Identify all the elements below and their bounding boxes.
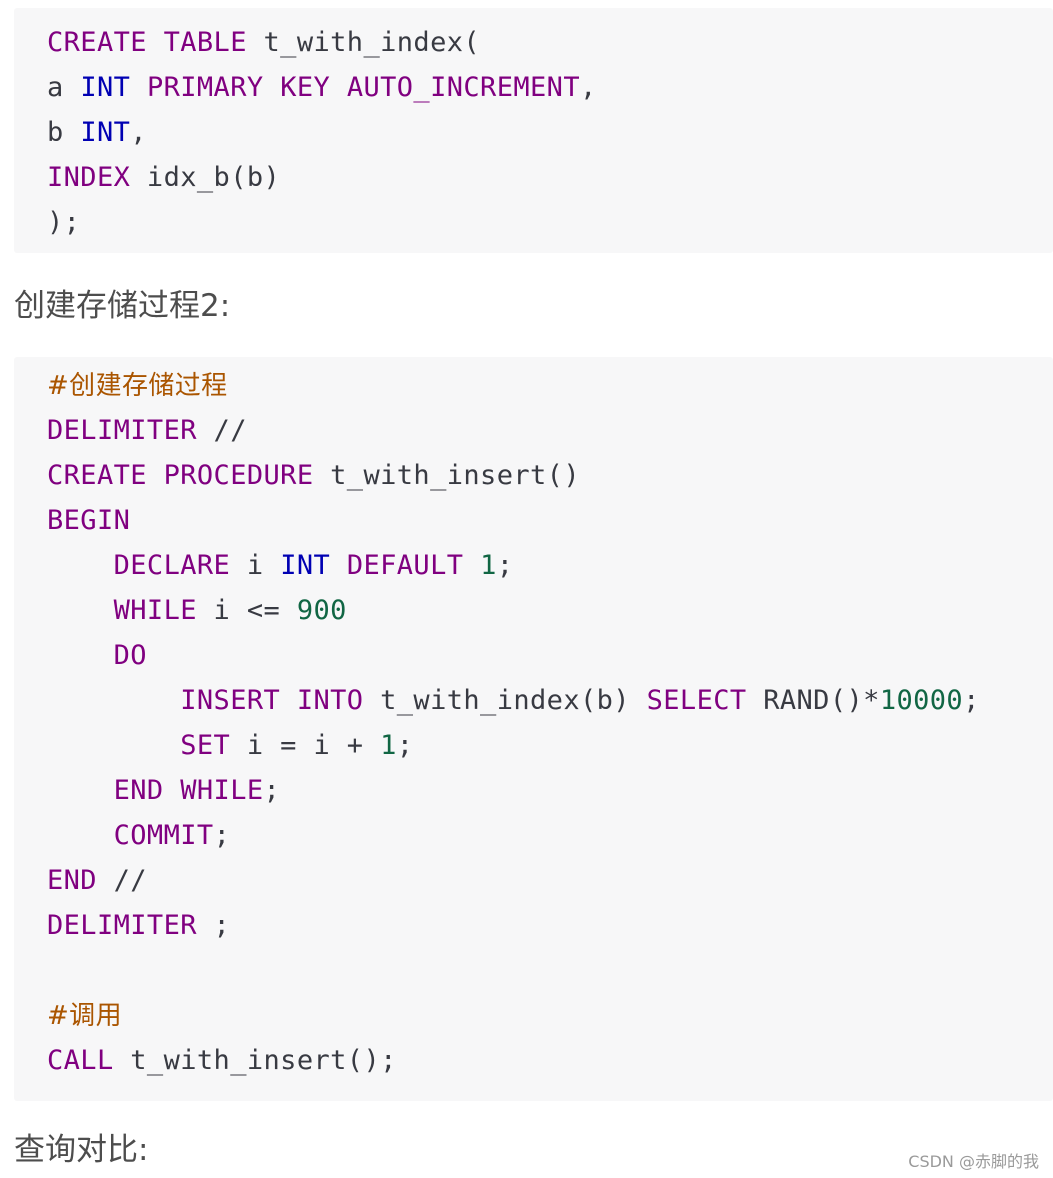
code-token-kw: PROCEDURE bbox=[163, 460, 314, 491]
code-token: ; bbox=[496, 550, 514, 581]
code-token: t_with_insert(); bbox=[113, 1045, 397, 1076]
code-line: WHILE i <= 900 bbox=[47, 595, 1053, 640]
code-token-typ: INT bbox=[80, 72, 131, 103]
code-token-kw: AUTO_INCREMENT bbox=[346, 72, 580, 103]
code-token bbox=[330, 72, 347, 103]
code-token bbox=[147, 27, 164, 58]
paragraph-query-compare: 查询对比: bbox=[14, 1132, 149, 1168]
code-token bbox=[47, 685, 180, 716]
paragraph-create-procedure: 创建存储过程2: bbox=[14, 288, 231, 324]
code-token bbox=[47, 775, 114, 806]
code-token bbox=[47, 595, 114, 626]
code-token-kw: CALL bbox=[47, 1045, 114, 1076]
code-token-kw: DELIMITER bbox=[47, 415, 197, 446]
code-token: ; bbox=[396, 730, 414, 761]
code-token-kw: INDEX bbox=[47, 162, 131, 193]
code-token-kw: DO bbox=[113, 640, 147, 671]
code-token: i = i + bbox=[230, 730, 381, 761]
code-token: t_with_insert() bbox=[313, 460, 580, 491]
code-token: // bbox=[96, 865, 147, 896]
code-token: ; bbox=[196, 910, 231, 941]
code-token bbox=[164, 775, 181, 806]
code-block-create-table: CREATE TABLE t_with_index(a INT PRIMARY … bbox=[14, 8, 1053, 253]
code-token: , bbox=[130, 117, 147, 148]
code-token: i bbox=[230, 550, 281, 581]
code-token: i <= bbox=[196, 595, 297, 626]
code-token-kw: DELIMITER bbox=[47, 910, 197, 941]
code-token-kw: END bbox=[113, 775, 164, 806]
code-token: b bbox=[47, 117, 81, 148]
code-line: DO bbox=[47, 640, 1053, 685]
code-token-kw: END bbox=[47, 865, 97, 896]
code-token-kw: INSERT bbox=[180, 685, 281, 716]
code-line: DELIMITER ; bbox=[47, 910, 1053, 955]
code-token-kw: COMMIT bbox=[113, 820, 214, 851]
code-token: ; bbox=[263, 775, 281, 806]
code-token-typ: INT bbox=[280, 550, 331, 581]
code-token-kw: DECLARE bbox=[113, 550, 231, 581]
code-token-kw: PRIMARY bbox=[146, 72, 264, 103]
code-line: a INT PRIMARY KEY AUTO_INCREMENT, bbox=[47, 72, 1053, 117]
code-token-kw: SELECT bbox=[646, 685, 747, 716]
csdn-watermark: CSDN @赤脚的我 bbox=[908, 1152, 1039, 1171]
code-token bbox=[47, 730, 180, 761]
code-token: RAND()* bbox=[746, 685, 880, 716]
code-token-kw: TABLE bbox=[163, 27, 247, 58]
code-line: #调用 bbox=[47, 1000, 1053, 1045]
code-line: CREATE PROCEDURE t_with_insert() bbox=[47, 460, 1053, 505]
code-token bbox=[47, 820, 114, 851]
code-token-kw: WHILE bbox=[180, 775, 264, 806]
code-line: b INT, bbox=[47, 117, 1053, 162]
code-token bbox=[280, 685, 297, 716]
code-line bbox=[47, 955, 1053, 1000]
code-line: BEGIN bbox=[47, 505, 1053, 550]
code-token: // bbox=[196, 415, 247, 446]
code-token: , bbox=[580, 72, 597, 103]
code-token-cmt: #调用 bbox=[47, 1001, 122, 1031]
code-line: ); bbox=[47, 207, 1053, 252]
code-token bbox=[463, 550, 480, 581]
code-line: INDEX idx_b(b) bbox=[47, 162, 1053, 207]
code-token: ; bbox=[963, 685, 980, 716]
code-token-kw: KEY bbox=[280, 72, 331, 103]
code-token: ; bbox=[213, 820, 231, 851]
code-line: CREATE TABLE t_with_index( bbox=[47, 27, 1053, 72]
code-token bbox=[330, 550, 347, 581]
code-token-num: 10000 bbox=[879, 685, 964, 716]
code-token: ); bbox=[47, 207, 81, 238]
code-token-typ: INT bbox=[80, 117, 131, 148]
code-line: END WHILE; bbox=[47, 775, 1053, 820]
code-token-kw: DEFAULT bbox=[346, 550, 464, 581]
code-token-num: 900 bbox=[296, 595, 347, 626]
code-line: END // bbox=[47, 865, 1053, 910]
code-token-kw: SET bbox=[180, 730, 231, 761]
code-line: SET i = i + 1; bbox=[47, 730, 1053, 775]
code-token-cmt: #创建存储过程 bbox=[47, 371, 228, 401]
code-token bbox=[147, 460, 164, 491]
code-token-kw: INTO bbox=[296, 685, 364, 716]
code-line: DECLARE i INT DEFAULT 1; bbox=[47, 550, 1053, 595]
code-token bbox=[264, 72, 281, 103]
code-token-kw: BEGIN bbox=[47, 505, 131, 536]
code-token-kw: CREATE bbox=[47, 27, 147, 58]
code-token: idx_b(b) bbox=[130, 162, 281, 193]
code-token-num: 1 bbox=[480, 550, 497, 581]
code-token-kw: CREATE bbox=[47, 460, 147, 491]
code-line: CALL t_with_insert(); bbox=[47, 1045, 1053, 1090]
code-token bbox=[130, 72, 147, 103]
code-token bbox=[47, 550, 114, 581]
code-token-num: 1 bbox=[380, 730, 397, 761]
code-token bbox=[47, 640, 114, 671]
code-token-kw: WHILE bbox=[113, 595, 197, 626]
code-token: t_with_index(b) bbox=[363, 685, 647, 716]
code-line: COMMIT; bbox=[47, 820, 1053, 865]
code-token: a bbox=[47, 72, 81, 103]
code-token: t_with_index( bbox=[246, 27, 481, 58]
code-line: INSERT INTO t_with_index(b) SELECT RAND(… bbox=[47, 685, 1053, 730]
code-line: #创建存储过程 bbox=[47, 370, 1053, 415]
code-line: DELIMITER // bbox=[47, 415, 1053, 460]
